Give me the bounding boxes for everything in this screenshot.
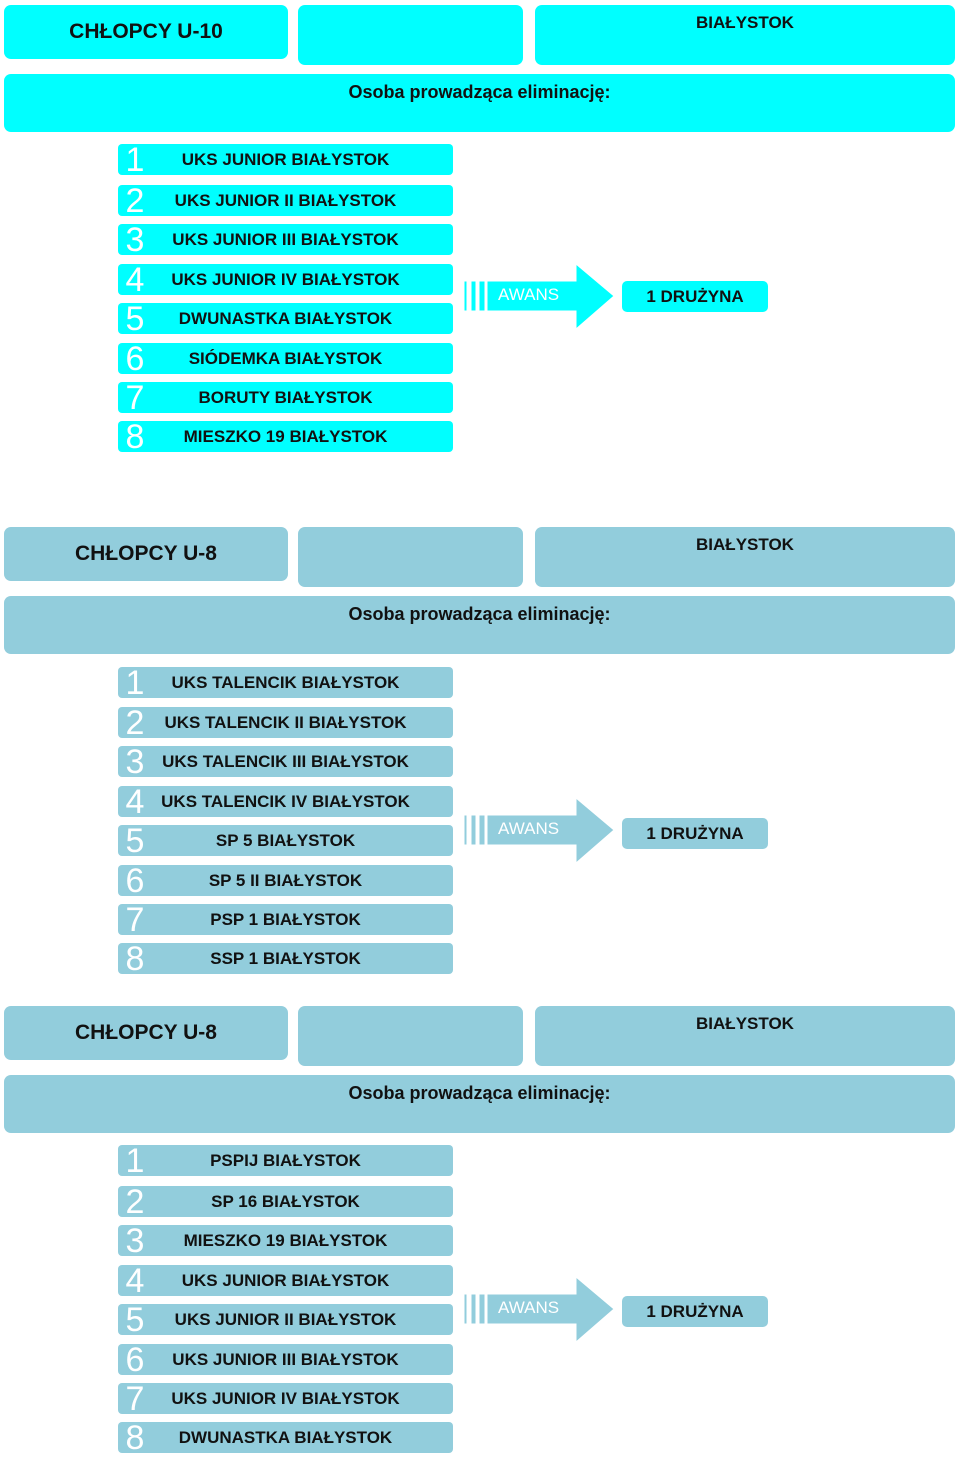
team-number: 1 xyxy=(125,1142,145,1180)
arrow-right-icon xyxy=(463,263,615,331)
team-row: 4 UKS JUNIOR IV BIAŁYSTOK xyxy=(118,261,453,299)
section-title: CHŁOPCY U-8 xyxy=(4,1006,288,1060)
city-label: BIAŁYSTOK xyxy=(535,527,955,587)
team-row: 7 UKS JUNIOR IV BIAŁYSTOK xyxy=(118,1380,453,1418)
team-name: UKS JUNIOR III BIAŁYSTOK xyxy=(172,230,399,249)
team-number: 2 xyxy=(125,182,145,220)
advance-arrow: AWANS xyxy=(462,1276,617,1346)
leader-label: Osoba prowadząca eliminację: xyxy=(4,74,955,132)
team-name: BORUTY BIAŁYSTOK xyxy=(198,388,373,407)
team-row: 1 UKS JUNIOR BIAŁYSTOK xyxy=(118,141,453,179)
team-name: SSP 1 BIAŁYSTOK xyxy=(210,949,361,968)
team-number: 7 xyxy=(125,1380,145,1418)
team-row: 6 SP 5 II BIAŁYSTOK xyxy=(118,862,453,900)
team-row: 3 MIESZKO 19 BIAŁYSTOK xyxy=(118,1222,453,1260)
team-row: 4 UKS JUNIOR BIAŁYSTOK xyxy=(118,1262,453,1300)
section-title: CHŁOPCY U-8 xyxy=(4,527,288,581)
team-name: UKS TALENCIK IV BIAŁYSTOK xyxy=(161,792,410,811)
team-row: 2 SP 16 BIAŁYSTOK xyxy=(118,1183,453,1221)
advance-label: AWANS xyxy=(498,285,560,304)
team-number: 6 xyxy=(125,340,145,378)
team-name: SP 5 II BIAŁYSTOK xyxy=(208,871,363,890)
team-number: 2 xyxy=(125,704,145,742)
team-name: UKS TALENCIK III BIAŁYSTOK xyxy=(162,752,409,771)
city-label: BIAŁYSTOK xyxy=(535,1006,955,1066)
team-number: 1 xyxy=(125,664,145,702)
team-name: PSP 1 BIAŁYSTOK xyxy=(210,910,361,929)
arrow-right-icon xyxy=(463,1276,615,1344)
team-number: 5 xyxy=(125,1301,145,1339)
team-number: 3 xyxy=(125,221,145,259)
team-number: 3 xyxy=(125,1222,145,1260)
team-number: 7 xyxy=(125,901,145,939)
team-name: UKS JUNIOR II BIAŁYSTOK xyxy=(174,1310,397,1329)
team-number: 5 xyxy=(125,822,145,860)
team-number: 8 xyxy=(125,940,145,978)
team-name: PSPIJ BIAŁYSTOK xyxy=(210,1151,361,1170)
team-row: 5 UKS JUNIOR II BIAŁYSTOK xyxy=(118,1301,453,1339)
team-row: 1 UKS TALENCIK BIAŁYSTOK xyxy=(118,664,453,702)
team-name: SIÓDEMKA BIAŁYSTOK xyxy=(188,349,383,368)
team-row: 2 UKS TALENCIK II BIAŁYSTOK xyxy=(118,704,453,742)
team-number: 4 xyxy=(125,1262,145,1300)
team-number: 8 xyxy=(125,1419,145,1457)
team-number: 3 xyxy=(125,743,145,781)
result-badge: 1 DRUŻYNA xyxy=(622,818,768,849)
advance-arrow: AWANS xyxy=(462,797,617,867)
team-row: 8 DWUNASTKA BIAŁYSTOK xyxy=(118,1419,453,1457)
advance-label: AWANS xyxy=(498,819,560,838)
team-name: UKS TALENCIK BIAŁYSTOK xyxy=(171,673,400,692)
city-label: BIAŁYSTOK xyxy=(535,5,955,65)
team-number: 4 xyxy=(125,261,145,299)
team-number: 2 xyxy=(125,1183,145,1221)
team-name: SP 5 BIAŁYSTOK xyxy=(215,831,356,850)
team-number: 6 xyxy=(125,862,145,900)
team-name: DWUNASTKA BIAŁYSTOK xyxy=(178,1428,393,1447)
result-badge: 1 DRUŻYNA xyxy=(622,281,768,312)
team-name: SP 16 BIAŁYSTOK xyxy=(211,1192,360,1211)
result-badge: 1 DRUŻYNA xyxy=(622,1296,768,1327)
team-name: UKS JUNIOR IV BIAŁYSTOK xyxy=(171,1389,400,1408)
team-name: MIESZKO 19 BIAŁYSTOK xyxy=(183,1231,388,1250)
team-number: 1 xyxy=(125,141,145,179)
team-number: 6 xyxy=(125,1341,145,1379)
team-row: 7 BORUTY BIAŁYSTOK xyxy=(118,379,453,417)
team-row: 5 SP 5 BIAŁYSTOK xyxy=(118,822,453,860)
team-name: UKS JUNIOR III BIAŁYSTOK xyxy=(172,1350,399,1369)
team-name: DWUNASTKA BIAŁYSTOK xyxy=(178,309,393,328)
team-number: 5 xyxy=(125,300,145,338)
team-row: 6 UKS JUNIOR III BIAŁYSTOK xyxy=(118,1341,453,1379)
team-row: 8 MIESZKO 19 BIAŁYSTOK xyxy=(118,418,453,456)
leader-label: Osoba prowadząca eliminację: xyxy=(4,596,955,654)
team-number: 8 xyxy=(125,418,145,456)
team-row: 6 SIÓDEMKA BIAŁYSTOK xyxy=(118,340,453,378)
team-name: UKS JUNIOR II BIAŁYSTOK xyxy=(174,191,397,210)
team-number: 4 xyxy=(125,783,145,821)
team-row: 1 PSPIJ BIAŁYSTOK xyxy=(118,1142,453,1180)
team-name: UKS JUNIOR BIAŁYSTOK xyxy=(181,1271,390,1290)
team-row: 7 PSP 1 BIAŁYSTOK xyxy=(118,901,453,939)
leader-label: Osoba prowadząca eliminację: xyxy=(4,1075,955,1133)
arrow-right-icon xyxy=(463,797,615,865)
blank-box xyxy=(298,1006,523,1066)
team-number: 7 xyxy=(125,379,145,417)
team-row: 4 UKS TALENCIK IV BIAŁYSTOK xyxy=(118,783,453,821)
team-name: MIESZKO 19 BIAŁYSTOK xyxy=(183,427,388,446)
team-name: UKS JUNIOR BIAŁYSTOK xyxy=(181,150,390,169)
blank-box xyxy=(298,5,523,65)
team-row: 5 DWUNASTKA BIAŁYSTOK xyxy=(118,300,453,338)
team-row: 3 UKS JUNIOR III BIAŁYSTOK xyxy=(118,221,453,259)
team-row: 8 SSP 1 BIAŁYSTOK xyxy=(118,940,453,978)
blank-box xyxy=(298,527,523,587)
team-row: 3 UKS TALENCIK III BIAŁYSTOK xyxy=(118,743,453,781)
team-row: 2 UKS JUNIOR II BIAŁYSTOK xyxy=(118,182,453,220)
advance-arrow: AWANS xyxy=(462,263,617,333)
advance-label: AWANS xyxy=(498,1298,560,1317)
section-title: CHŁOPCY U-10 xyxy=(4,5,288,59)
team-name: UKS JUNIOR IV BIAŁYSTOK xyxy=(171,270,400,289)
team-name: UKS TALENCIK II BIAŁYSTOK xyxy=(164,713,407,732)
